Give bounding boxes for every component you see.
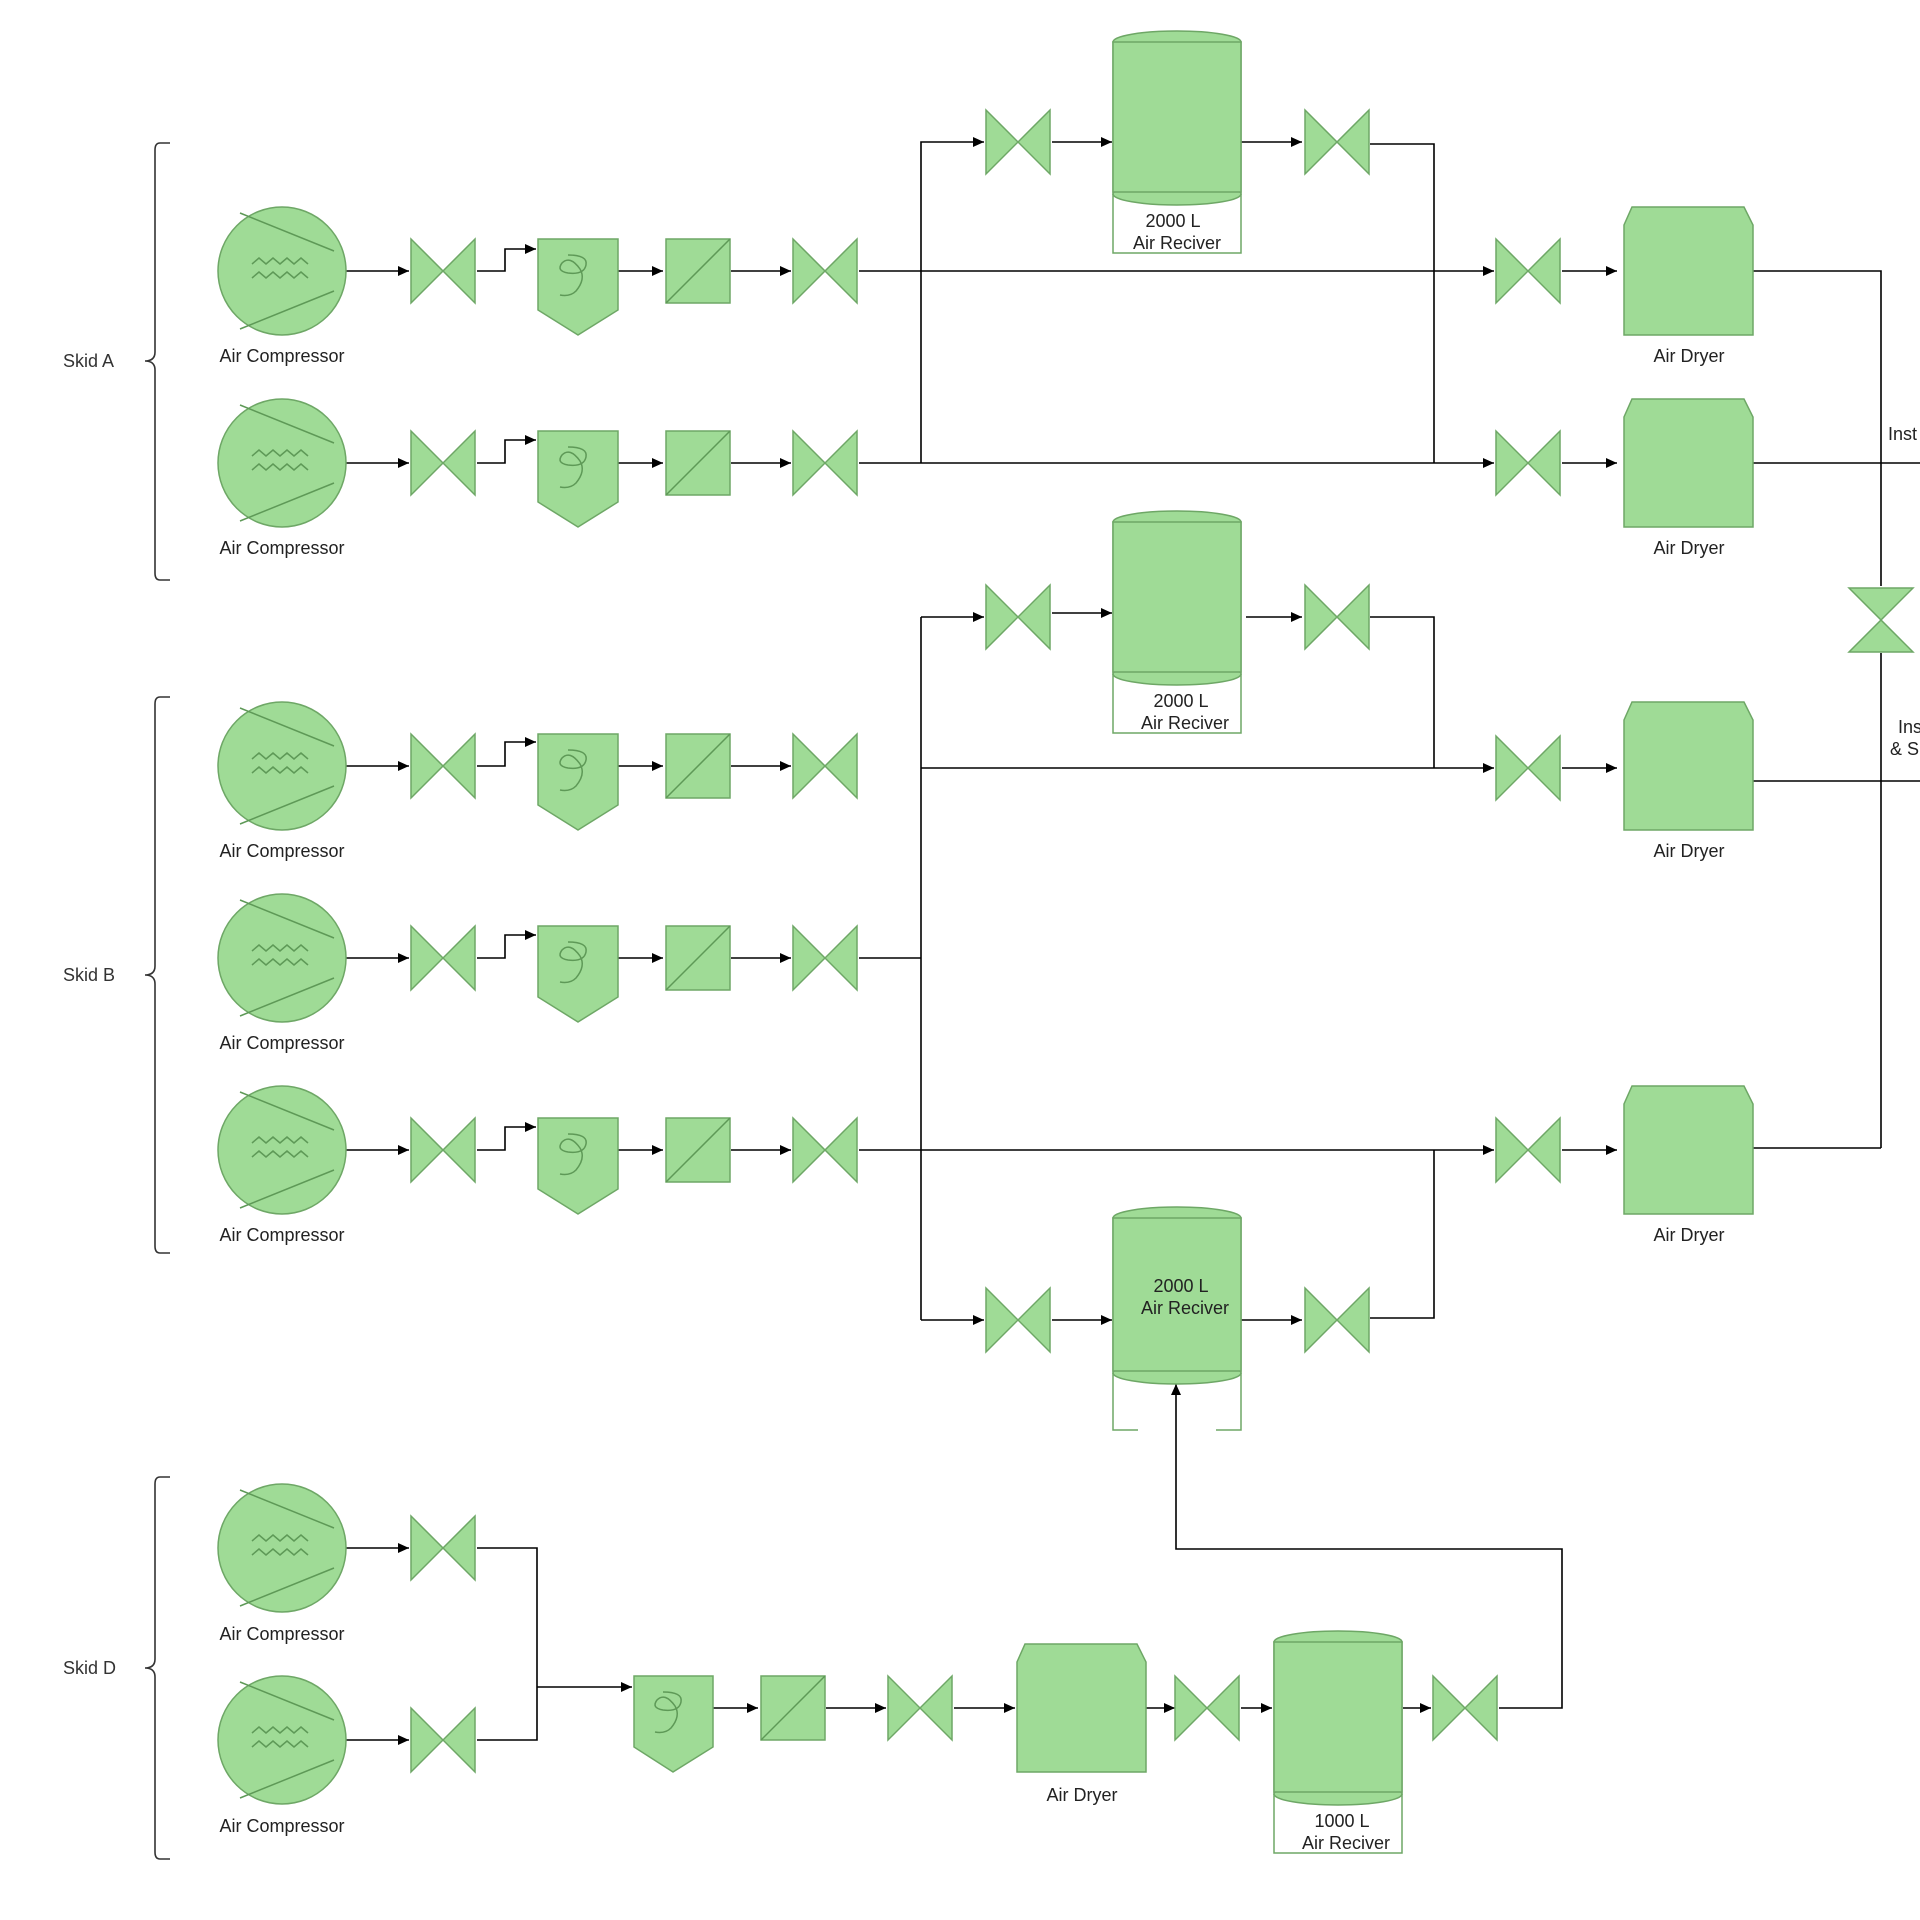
- gate-valve[interactable]: [792, 924, 858, 992]
- air-dryer[interactable]: [1016, 1643, 1147, 1773]
- gate-valve[interactable]: [1495, 237, 1561, 305]
- air-dryer[interactable]: [1623, 398, 1754, 528]
- gate-valve[interactable]: [410, 429, 476, 497]
- gate-valve[interactable]: [792, 732, 858, 800]
- cyclone-separator[interactable]: [537, 1117, 619, 1215]
- compressor-label: Air Compressor: [219, 841, 344, 861]
- skid-d-label: Skid D: [63, 1658, 116, 1678]
- skid-d-brace: [144, 1476, 170, 1860]
- air-dryer[interactable]: [1623, 1085, 1754, 1215]
- gate-valve[interactable]: [1174, 1674, 1240, 1742]
- gate-valve[interactable]: [985, 1286, 1051, 1354]
- gate-valve[interactable]: [1304, 108, 1370, 176]
- cyclone-separator[interactable]: [633, 1675, 714, 1773]
- compressor-label: Air Compressor: [219, 1816, 344, 1836]
- cyclone-separator[interactable]: [537, 733, 619, 831]
- compressor[interactable]: [217, 398, 347, 528]
- air-dryer[interactable]: [1623, 206, 1754, 336]
- cyclone-separator[interactable]: [537, 925, 619, 1023]
- compressor-label: Air Compressor: [219, 1225, 344, 1245]
- receiver-capacity: 2000 L: [1145, 211, 1200, 231]
- gate-valve[interactable]: [985, 583, 1051, 651]
- air-dryer-label: Air Dryer: [1654, 1225, 1725, 1245]
- gate-valve[interactable]: [410, 1706, 476, 1774]
- gate-valve[interactable]: [410, 732, 476, 800]
- gate-valve[interactable]: [410, 1116, 476, 1184]
- filter[interactable]: [665, 925, 731, 991]
- gate-valve[interactable]: [792, 1116, 858, 1184]
- filter[interactable]: [665, 430, 731, 496]
- air-dryer-label: Air Dryer: [1654, 538, 1725, 558]
- cyclone-separator[interactable]: [537, 238, 619, 336]
- receiver-label: Air Reciver: [1133, 233, 1221, 253]
- skid-b-label: Skid B: [63, 965, 115, 985]
- compressor[interactable]: [217, 206, 347, 336]
- air-receiver-tank[interactable]: [1112, 1206, 1242, 1431]
- gate-valve[interactable]: [410, 1514, 476, 1582]
- vertical-valve[interactable]: [1847, 587, 1915, 653]
- air-dryer-label: Air Dryer: [1654, 346, 1725, 366]
- compressor[interactable]: [217, 1483, 347, 1613]
- gate-valve[interactable]: [410, 237, 476, 305]
- filter[interactable]: [665, 733, 731, 799]
- air-dryer-label: Air Dryer: [1047, 1785, 1118, 1805]
- receiver-label: Air Reciver: [1141, 713, 1229, 733]
- compressor[interactable]: [217, 1675, 347, 1805]
- gate-valve[interactable]: [1495, 734, 1561, 802]
- gate-valve[interactable]: [887, 1674, 953, 1742]
- filter[interactable]: [665, 1117, 731, 1183]
- edge-label-lower-2: & S: [1890, 739, 1919, 759]
- filter[interactable]: [665, 238, 731, 304]
- filter[interactable]: [760, 1675, 826, 1741]
- compressor-label: Air Compressor: [219, 346, 344, 366]
- receiver-label: Air Reciver: [1302, 1833, 1390, 1853]
- gate-valve[interactable]: [1304, 1286, 1370, 1354]
- air-receiver-tank[interactable]: [1273, 1630, 1403, 1854]
- skid-braces: Skid A Skid B Skid D: [63, 142, 170, 1860]
- receiver-capacity: 1000 L: [1314, 1811, 1369, 1831]
- compressor[interactable]: [217, 1085, 347, 1215]
- compressor-label: Air Compressor: [219, 538, 344, 558]
- compressor-label: Air Compressor: [219, 1624, 344, 1644]
- gate-valve[interactable]: [410, 924, 476, 992]
- compressor[interactable]: [217, 701, 347, 831]
- gate-valve[interactable]: [1432, 1674, 1498, 1742]
- gate-valve[interactable]: [1304, 583, 1370, 651]
- air-dryer[interactable]: [1623, 701, 1754, 831]
- compressor-label: Air Compressor: [219, 1033, 344, 1053]
- edge-label-upper: Inst: [1888, 424, 1917, 444]
- skid-b-brace: [144, 696, 170, 1254]
- receiver-capacity: 2000 L: [1153, 691, 1208, 711]
- gate-valve[interactable]: [985, 108, 1051, 176]
- gate-valve[interactable]: [792, 237, 858, 305]
- piping: [346, 137, 1920, 1745]
- air-receiver-tank[interactable]: [1112, 30, 1242, 254]
- receiver-label: Air Reciver: [1141, 1298, 1229, 1318]
- compressor[interactable]: [217, 893, 347, 1023]
- air-receiver-tank[interactable]: [1112, 510, 1242, 734]
- gate-valve[interactable]: [1495, 1116, 1561, 1184]
- gate-valve[interactable]: [1495, 429, 1561, 497]
- edge-label-lower-1: Ins: [1898, 717, 1920, 737]
- skid-a-brace: [144, 142, 170, 581]
- air-dryer-label: Air Dryer: [1654, 841, 1725, 861]
- receiver-capacity: 2000 L: [1153, 1276, 1208, 1296]
- gate-valve[interactable]: [792, 429, 858, 497]
- cyclone-separator[interactable]: [537, 430, 619, 528]
- skid-a-label: Skid A: [63, 351, 114, 371]
